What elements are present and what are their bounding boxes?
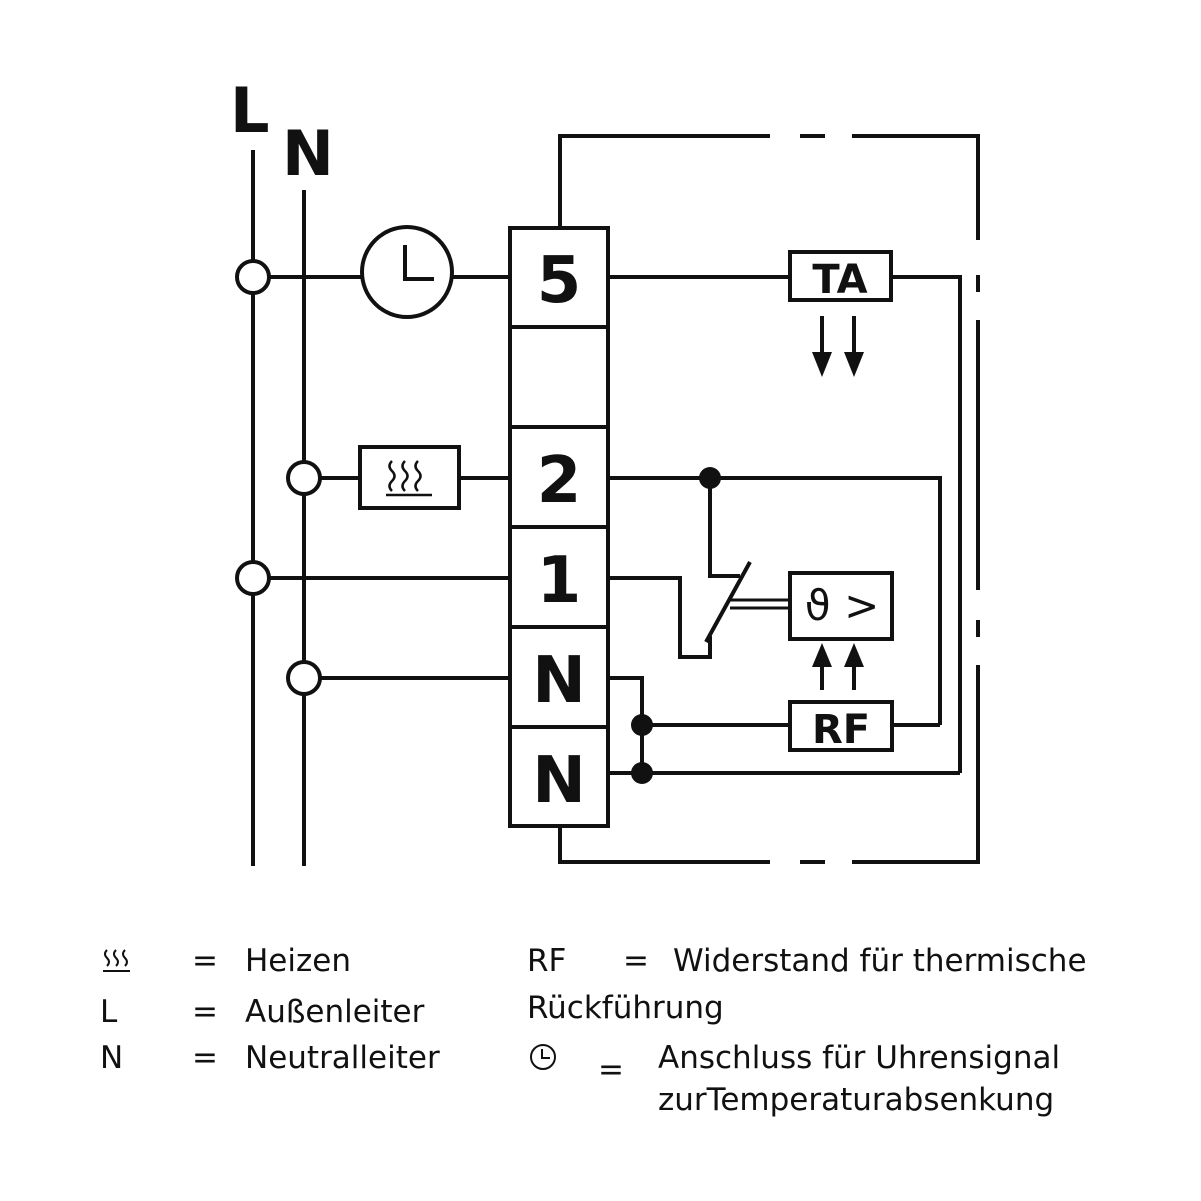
clock-icon: [360, 225, 454, 319]
legend-clock-eq: =: [598, 1052, 624, 1088]
wire-2-switch: [708, 478, 740, 578]
enclosure-top-right: [852, 134, 980, 240]
legend-clock-icon: [530, 1044, 556, 1070]
switch-blade: [704, 561, 752, 643]
legend-clock-text-line2: zurTemperaturabsenkung: [658, 1082, 1055, 1118]
wire-2-loop: [710, 476, 942, 725]
terminal-N-lower: N: [532, 744, 586, 818]
legend-L-text: Außenleiter: [245, 994, 425, 1030]
legend-heating-icon: [103, 949, 130, 972]
legend-L-symbol: L: [100, 994, 118, 1030]
rf-label: RF: [812, 707, 870, 753]
sensor-label: ϑ >: [805, 581, 880, 630]
terminal-5: 5: [537, 244, 582, 318]
enclosure-top-left: [558, 134, 770, 228]
ta-label: TA: [812, 257, 867, 303]
junction-N-heat: [286, 460, 322, 496]
junction-N-N: [286, 660, 322, 696]
enclosure-bottom-right: [852, 665, 980, 864]
legend-N-eq: =: [192, 1040, 218, 1076]
terminal-block: [508, 226, 610, 828]
rail-label-L: L: [230, 74, 270, 147]
rf-heat-arrows-icon: [812, 643, 864, 690]
terminal-N-upper: N: [532, 644, 586, 718]
terminal-1: 1: [537, 544, 582, 618]
node-N-lower: [631, 762, 653, 784]
ta-box: [788, 250, 893, 302]
heating-icon: [358, 445, 461, 510]
ta-heat-arrows-icon: [812, 316, 864, 377]
legend-RF-text-line1: Widerstand für thermische: [673, 943, 1087, 979]
legend-heating-eq: =: [192, 943, 218, 979]
wire-N-bus: [608, 676, 644, 773]
legend-RF-symbol: RF: [527, 943, 567, 979]
terminal-2: 2: [537, 444, 582, 518]
theta-greater-icon: [788, 571, 894, 641]
rail-label-N: N: [282, 117, 334, 190]
legend-N-text: Neutralleiter: [245, 1040, 440, 1076]
legend-RF-text-line2: Rückführung: [527, 990, 724, 1026]
wire-1-switch: [608, 576, 712, 659]
node-N-upper: [631, 714, 653, 736]
junction-L-top: [235, 259, 271, 295]
enclosure-bottom-left: [558, 826, 770, 864]
junction-L-1: [235, 560, 271, 596]
wire-TA-return: [891, 275, 962, 773]
legend-N-symbol: N: [100, 1040, 124, 1076]
legend-L-eq: =: [192, 994, 218, 1030]
legend-heating-text: Heizen: [245, 943, 351, 979]
legend-RF-eq: =: [623, 943, 649, 979]
legend-clock-text-line1: Anschluss für Uhrensignal: [658, 1040, 1061, 1076]
